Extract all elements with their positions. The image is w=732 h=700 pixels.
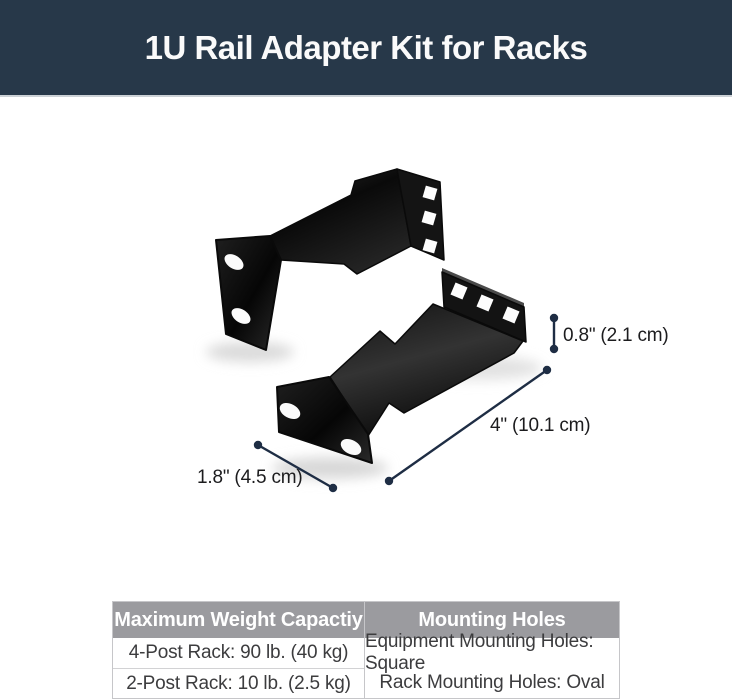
- square-hole: [421, 210, 437, 226]
- col-header-mounting-holes: Mounting Holes: [364, 602, 619, 638]
- bracket-flange-oval-holes: [215, 235, 282, 351]
- page-title: 1U Rail Adapter Kit for Racks: [144, 28, 588, 66]
- bracket-body: [329, 303, 524, 437]
- col-header-weight-capacity: Maximum Weight Capactiy: [114, 608, 363, 631]
- oval-hole: [231, 308, 251, 324]
- table-cell-2post: 2-Post Rack: 10 lb. (2.5 kg): [126, 672, 351, 694]
- table-cell-4post: 4-Post Rack: 90 lb. (40 kg): [113, 638, 364, 669]
- table-cell-rack-holes: Rack Mounting Holes: Oval: [379, 671, 605, 693]
- shadow: [206, 342, 294, 362]
- dimension-label-width: 1.8" (4.5 cm): [197, 467, 303, 488]
- title-bar: 1U Rail Adapter Kit for Racks: [0, 0, 732, 97]
- dimension-line-width: [253, 440, 338, 493]
- square-hole: [422, 185, 438, 201]
- bracket-body: [269, 168, 412, 275]
- dimension-line-depth: [384, 365, 552, 486]
- spec-table-body: 4-Post Rack: 90 lb. (40 kg) 2-Post Rack:…: [113, 631, 619, 698]
- spec-table-header-row: Maximum Weight Capactiy Mounting Holes: [113, 602, 619, 638]
- shadow: [272, 457, 388, 479]
- oval-hole: [340, 438, 362, 456]
- dimension-label-height: 0.8" (2.1 cm): [563, 325, 669, 346]
- square-hole: [502, 306, 520, 324]
- rail-bracket-rear: [215, 168, 445, 351]
- spec-table: Maximum Weight Capactiy Mounting Holes 4…: [112, 601, 620, 699]
- weight-capacity-column: 4-Post Rack: 90 lb. (40 kg) 2-Post Rack:…: [113, 638, 364, 698]
- mounting-holes-column: Equipment Mounting Holes: Square Rack Mo…: [364, 631, 619, 698]
- square-hole: [422, 238, 438, 254]
- dimension-line-height: [549, 313, 559, 354]
- rail-bracket-front: [276, 268, 527, 464]
- oval-hole: [279, 402, 301, 420]
- table-cell-equipment-holes: Equipment Mounting Holes: Square: [365, 631, 594, 674]
- dimension-lines: [253, 313, 559, 493]
- oval-hole: [224, 254, 244, 270]
- bracket-edge-highlight: [442, 268, 524, 307]
- square-hole: [476, 294, 494, 312]
- dimension-label-depth: 4" (10.1 cm): [490, 415, 591, 436]
- square-hole: [450, 282, 468, 300]
